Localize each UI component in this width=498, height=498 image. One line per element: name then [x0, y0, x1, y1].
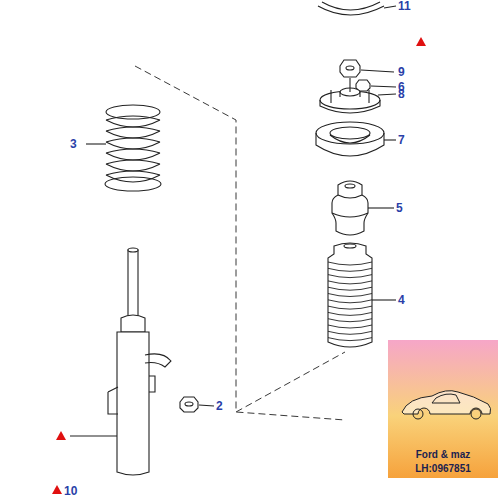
callout-number: 2	[216, 400, 223, 413]
callout-number: 7	[398, 134, 405, 147]
callout-number: 4	[398, 294, 405, 307]
callout-number: 3	[70, 138, 77, 151]
watermark-box: Ford & mazLH:0967851	[388, 340, 498, 478]
callout-number: 9	[398, 66, 405, 79]
watermark-text: Ford & maz	[388, 448, 498, 462]
callout-number: 10	[64, 485, 77, 498]
callout-number: 8	[398, 88, 405, 101]
callout-number: 11	[398, 0, 411, 13]
watermark-text: LH:0967851	[388, 462, 498, 476]
callout-number: 5	[396, 202, 403, 215]
